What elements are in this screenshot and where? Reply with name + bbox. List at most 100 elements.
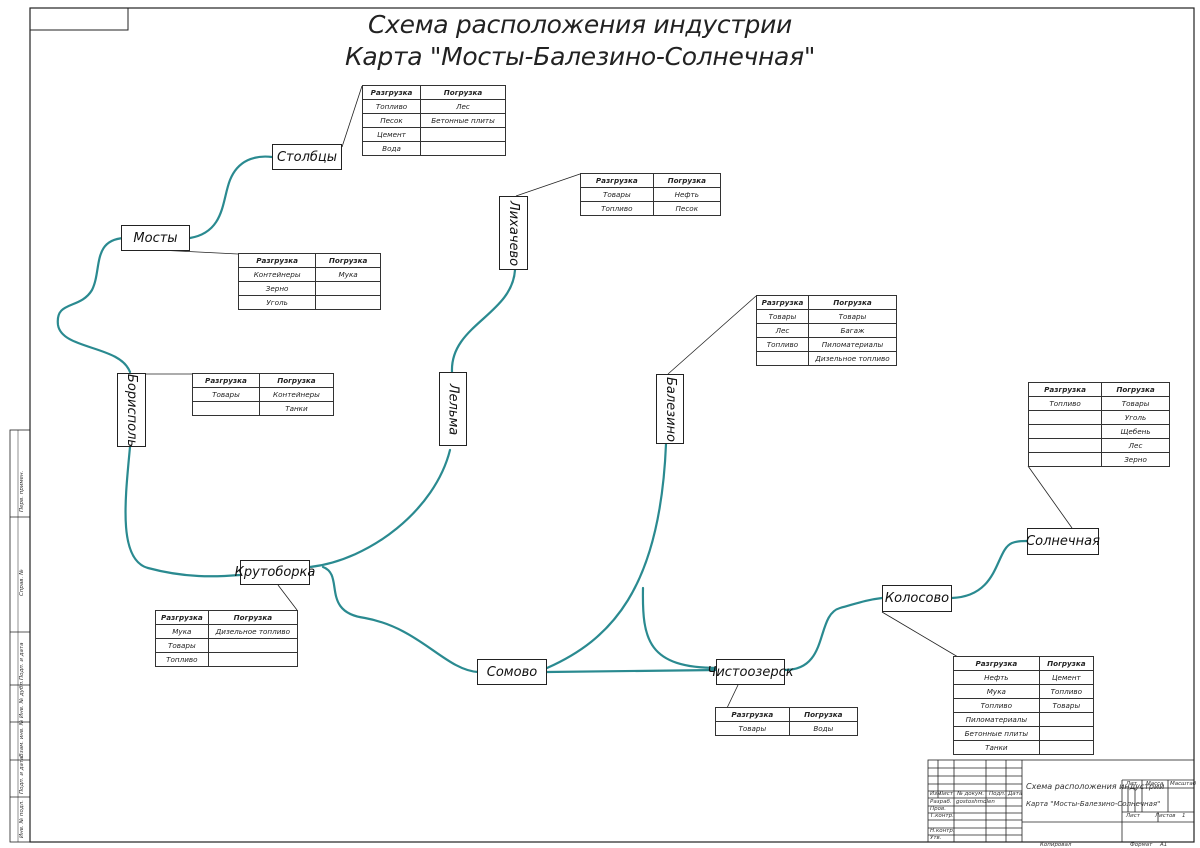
station-label: Сомово bbox=[486, 664, 538, 680]
drawing-title-line-1: Схема расположения индустрии bbox=[367, 10, 793, 39]
rail-network bbox=[56, 155, 1029, 674]
track-mosty-stolbtsy bbox=[188, 155, 274, 240]
table-row: Зерно bbox=[1027, 452, 1170, 467]
tb-podp: Подп. bbox=[989, 791, 1006, 797]
drawing-title-line-2: Карта "Мосты-Балезино-Солнечная" bbox=[344, 42, 816, 71]
track-kolosovo-solnechnaya bbox=[950, 539, 1029, 600]
station-chistoozersk[interactable]: Чистоозерск bbox=[707, 659, 794, 685]
station-stolbtsy[interactable]: Столбцы bbox=[272, 144, 342, 170]
tb-utv: Утв. bbox=[930, 835, 942, 841]
load-header: Погрузка bbox=[1101, 382, 1170, 397]
unload-header: Разгрузка bbox=[580, 173, 654, 188]
table-row: Пиломатериалы bbox=[953, 712, 1095, 727]
table-row: Топливо bbox=[155, 652, 299, 667]
tb-tkontr: Т.контр. bbox=[930, 813, 954, 819]
track-mosty-borispol bbox=[56, 236, 132, 374]
load-header: Погрузка bbox=[788, 707, 859, 722]
track-krutoborka-lelma bbox=[308, 448, 452, 569]
table-row: Уголь bbox=[237, 295, 381, 310]
side-podp-data-1: Подп. и дата bbox=[19, 642, 25, 680]
station-label: Столбцы bbox=[276, 149, 338, 165]
station-balezino[interactable]: Балезино bbox=[656, 374, 684, 444]
station-label: Балезино bbox=[662, 376, 678, 442]
track-somovo-balezino bbox=[545, 442, 668, 670]
side-inv-dubl: Инв. № дубл. bbox=[19, 680, 25, 718]
unload-header: Разгрузка bbox=[192, 373, 260, 388]
station-somovo[interactable]: Сомово bbox=[477, 659, 547, 685]
track-lelma-lihachevo bbox=[450, 268, 517, 374]
station-lihachevo[interactable]: Лихачево bbox=[499, 196, 528, 270]
station-label: Борисполь bbox=[124, 373, 139, 447]
tb-massa: Масса bbox=[1146, 781, 1164, 787]
side-podp-data-2: Подп. и дата bbox=[19, 756, 25, 794]
station-label: Мосты bbox=[133, 230, 178, 246]
station-lelma[interactable]: Лельма bbox=[439, 372, 467, 446]
table-row: Танки bbox=[953, 740, 1095, 755]
track-balezino-chistoozersk bbox=[641, 586, 720, 670]
tb-data: Дата bbox=[1008, 791, 1023, 797]
station-solnechnaya[interactable]: Солнечная bbox=[1026, 528, 1100, 555]
table-row: Товары bbox=[155, 638, 299, 653]
corner-box bbox=[29, 7, 129, 31]
load-header: Погрузка bbox=[420, 85, 506, 100]
station-label: Солнечная bbox=[1026, 534, 1100, 549]
station-mosty[interactable]: Мосты bbox=[121, 225, 190, 251]
side-vzam-inv: Взам. инв. № bbox=[19, 719, 25, 757]
tb-razrab-name: gostoshmdlen bbox=[956, 799, 995, 805]
tb-izm: Изм. bbox=[930, 791, 943, 797]
track-somovo-chistoozersk bbox=[545, 668, 720, 674]
table-row: Уголь bbox=[1027, 410, 1170, 425]
station-label: Лельма bbox=[445, 383, 461, 435]
load-header: Погрузка bbox=[652, 173, 722, 188]
load-header: Погрузка bbox=[315, 253, 381, 268]
station-kolosovo[interactable]: Колосово bbox=[882, 585, 952, 612]
tb-sheets-count: 1 bbox=[1182, 813, 1186, 819]
tb-lit: Лит. bbox=[1126, 781, 1139, 787]
side-strip bbox=[9, 429, 31, 843]
station-borispol[interactable]: Борисполь bbox=[117, 373, 146, 447]
tb-kopiroval: Копировал bbox=[1040, 842, 1072, 848]
unload-header: Разгрузка bbox=[953, 656, 1040, 671]
track-krutoborka-somovo bbox=[321, 565, 480, 674]
load-header: Погрузка bbox=[807, 295, 898, 310]
table-row: Дизельное топливо bbox=[756, 351, 898, 366]
station-krutoborka[interactable]: Крутоборка bbox=[235, 560, 315, 585]
unload-header: Разгрузка bbox=[715, 707, 790, 722]
tb-format-value: A1 bbox=[1160, 842, 1168, 848]
drawing-frame bbox=[29, 7, 1195, 843]
table-row: Цемент bbox=[361, 127, 506, 142]
table-row: Вода bbox=[361, 141, 506, 156]
tb-sheets: Листов bbox=[1155, 813, 1176, 819]
tb-list: Лист bbox=[939, 791, 953, 797]
unload-header: Разгрузка bbox=[1027, 382, 1103, 397]
tb-title-1: Схема расположения индустрии bbox=[1026, 782, 1165, 791]
unload-header: Разгрузка bbox=[155, 610, 209, 625]
station-label: Крутоборка bbox=[234, 565, 316, 580]
